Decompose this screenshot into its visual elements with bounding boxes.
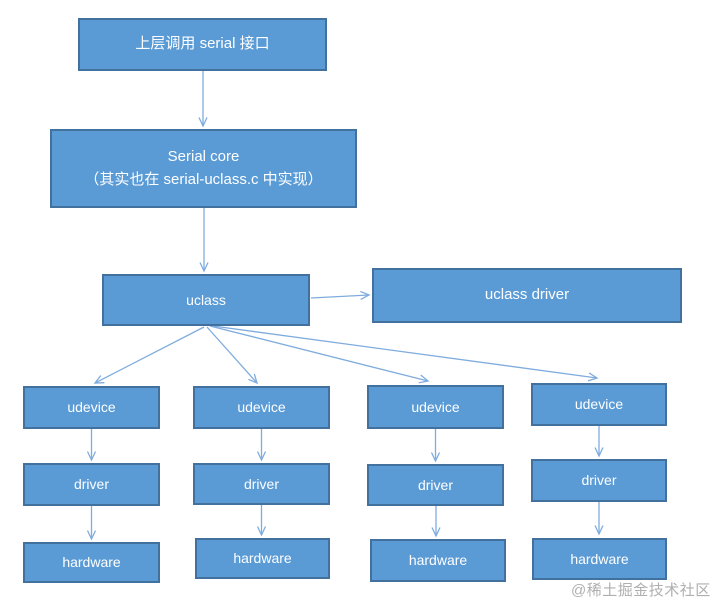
box-serial-core: Serial core （其实也在 serial-uclass.c 中实现） — [50, 129, 357, 208]
box-uclass-driver: uclass driver — [372, 268, 682, 323]
arrow-uclass-to-udevice-2 — [206, 326, 259, 385]
box-udevice-3-label: udevice — [411, 398, 460, 415]
box-driver-1: driver — [23, 463, 160, 506]
box-udevice-1: udevice — [23, 386, 160, 429]
box-serial-core-title: Serial core — [167, 148, 240, 165]
box-udevice-4: udevice — [531, 383, 667, 426]
box-uclass: uclass — [102, 274, 310, 326]
box-hardware-3-label: hardware — [408, 552, 468, 568]
box-serial-api-label: 上层调用 serial 接口 — [135, 35, 270, 53]
box-hardware-2-label: hardware — [233, 550, 292, 566]
box-udevice-1-label: udevice — [67, 399, 116, 415]
box-driver-4-label: driver — [581, 472, 617, 488]
box-serial-api: 上层调用 serial 接口 — [78, 18, 327, 71]
box-hardware-1: hardware — [23, 542, 160, 583]
box-driver-2: driver — [193, 463, 330, 505]
box-hardware-1-label: hardware — [62, 554, 121, 570]
box-serial-core-subtitle: （其实也在 serial-uclass.c 中实现） — [84, 170, 323, 188]
arrow-uclass-to-udevice-3 — [209, 325, 430, 384]
box-udevice-2-label: udevice — [237, 399, 286, 415]
box-udevice-2: udevice — [193, 386, 330, 429]
arrow-uclass-to-uclass-driver — [310, 290, 371, 301]
box-uclass-label: uclass — [186, 291, 226, 308]
box-hardware-3: hardware — [370, 539, 506, 582]
box-driver-3-label: driver — [417, 476, 453, 493]
box-hardware-4-label: hardware — [570, 550, 629, 567]
box-driver-4: driver — [531, 459, 667, 502]
box-driver-2-label: driver — [243, 475, 279, 492]
arrow-uclass-to-udevice-1 — [93, 326, 205, 384]
box-driver-1-label: driver — [73, 476, 109, 492]
box-uclass-driver-label: uclass driver — [484, 286, 570, 304]
box-hardware-2: hardware — [195, 538, 330, 579]
box-driver-3: driver — [367, 464, 504, 506]
watermark: @稀土掘金技术社区 — [571, 582, 711, 599]
box-udevice-3: udevice — [367, 385, 504, 429]
box-udevice-4-label: udevice — [574, 396, 624, 412]
box-hardware-4: hardware — [532, 538, 667, 580]
arrow-uclass-to-udevice-4 — [212, 325, 599, 382]
